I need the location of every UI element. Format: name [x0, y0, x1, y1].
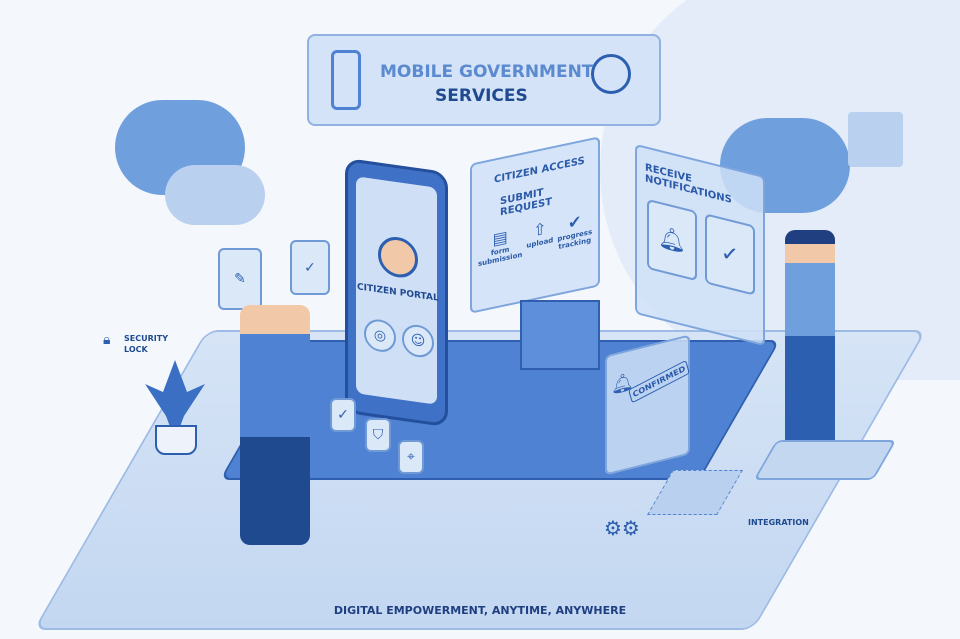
- check-icon[interactable]: ✓: [330, 398, 356, 432]
- document-icon[interactable]: ✎: [218, 248, 262, 310]
- shield-icon[interactable]: ⛉: [365, 418, 391, 452]
- notifications-panel: RECEIVE NOTIFICATIONS 🔔︎ ✓: [635, 143, 765, 347]
- checkmark-card-icon[interactable]: ✓: [290, 240, 330, 295]
- gears-icon: ⚙⚙: [604, 516, 640, 540]
- phone-icon: [331, 50, 361, 110]
- bell-icon[interactable]: 🔔︎: [647, 198, 697, 282]
- plant-pot: [155, 425, 197, 455]
- cloud-icon: [165, 165, 265, 225]
- avatar: [378, 234, 418, 281]
- man-figure: [240, 305, 310, 545]
- check-icon[interactable]: ✓: [705, 213, 755, 296]
- globe-users-icon: [591, 54, 631, 94]
- lock-icon: 🔒︎: [103, 332, 111, 348]
- title-line1: MOBILE GOVERNMENT: [380, 62, 594, 82]
- page-title: MOBILE GOVERNMENT SERVICES: [380, 60, 593, 108]
- accessibility-icon[interactable]: ☺: [402, 322, 434, 360]
- woman-pedestal: [753, 440, 897, 480]
- globe-icon[interactable]: ◎: [364, 317, 396, 354]
- confirmed-panel: 🔔︎ CONFIRMED: [605, 334, 690, 476]
- citizen-access-panel: CITIZEN ACCESS SUBMIT REQUEST ▤form subm…: [470, 136, 600, 314]
- title-line2: SERVICES: [435, 86, 528, 106]
- location-pin-icon[interactable]: ⌖: [398, 440, 424, 474]
- upload-item[interactable]: ⇧upload: [526, 218, 554, 250]
- form-submission-item[interactable]: ▤form submission: [478, 224, 522, 268]
- floating-card: [848, 112, 903, 167]
- tagline: DIGITAL EMPOWERMENT, ANYTIME, ANYWHERE: [333, 604, 627, 617]
- title-banner: [307, 34, 661, 126]
- woman-figure: [785, 230, 835, 465]
- integration-label: INTEGRATION: [748, 518, 809, 527]
- central-cube: [520, 300, 600, 370]
- progress-tracking-item[interactable]: ✔progress tracking: [557, 209, 592, 251]
